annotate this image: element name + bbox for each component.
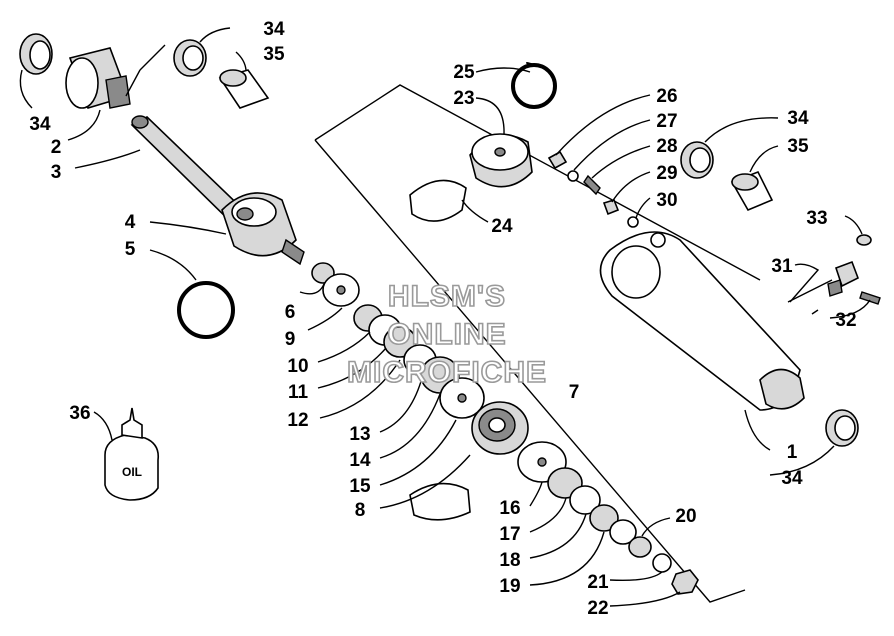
label-34-upper: 34 xyxy=(263,19,285,40)
bushing-34-right-upper xyxy=(680,141,714,179)
watermark: HLSM'S ONLINE MICROFICHE xyxy=(346,279,547,390)
label-6: 6 xyxy=(285,302,296,323)
label-32: 32 xyxy=(835,310,856,331)
label-9: 9 xyxy=(285,329,296,350)
label-21: 21 xyxy=(587,572,609,593)
valve-parts xyxy=(547,150,639,228)
label-30: 30 xyxy=(656,190,677,211)
label-11: 11 xyxy=(288,382,309,403)
label-35-upper: 35 xyxy=(263,44,285,65)
label-23: 23 xyxy=(453,88,474,109)
label-35-right: 35 xyxy=(787,136,809,157)
label-15: 15 xyxy=(349,476,371,497)
label-26: 26 xyxy=(656,86,677,107)
ring-24 xyxy=(409,179,467,222)
oil-bottle-36: OIL xyxy=(104,407,160,501)
label-2: 2 xyxy=(51,137,62,158)
label-29: 29 xyxy=(656,163,677,184)
label-20: 20 xyxy=(675,506,696,527)
label-34-right-upper: 34 xyxy=(787,108,809,129)
label-34-right-lower: 34 xyxy=(781,468,803,489)
piston-ring-8 xyxy=(409,482,471,521)
label-33: 33 xyxy=(806,208,827,229)
piston-7 xyxy=(471,401,529,455)
label-10: 10 xyxy=(287,356,308,377)
bushing-34-right-lower xyxy=(825,409,859,447)
piston-stack xyxy=(311,262,485,419)
label-14: 14 xyxy=(349,450,371,471)
label-24: 24 xyxy=(491,216,513,237)
label-25: 25 xyxy=(453,62,475,83)
label-4: 4 xyxy=(125,212,136,233)
watermark-line-3: MICROFICHE xyxy=(347,356,547,389)
label-34-top-left: 34 xyxy=(29,114,51,135)
part-labels: 34 2 3 4 5 34 35 6 9 10 11 12 13 14 15 8… xyxy=(29,19,856,619)
o-ring-5 xyxy=(177,281,235,339)
label-27: 27 xyxy=(656,111,677,132)
label-19: 19 xyxy=(499,576,520,597)
assembly-outline xyxy=(314,84,761,603)
label-7: 7 xyxy=(569,382,580,403)
rod-eye-2 xyxy=(65,47,131,109)
label-8: 8 xyxy=(355,500,366,521)
label-12: 12 xyxy=(287,410,308,431)
sleeve-35-upper xyxy=(218,69,270,109)
o-ring-32 xyxy=(859,291,881,305)
shock-body-1 xyxy=(599,231,805,411)
label-1: 1 xyxy=(787,442,798,463)
sleeve-35-right xyxy=(730,170,774,212)
bushing-34-upper xyxy=(173,39,207,77)
label-3: 3 xyxy=(51,162,62,183)
watermark-line-1: HLSM'S xyxy=(388,280,506,313)
label-18: 18 xyxy=(499,550,520,571)
reservoir-cap-23 xyxy=(469,133,533,188)
label-13: 13 xyxy=(349,424,370,445)
oil-bottle-label: OIL xyxy=(122,465,142,479)
label-16: 16 xyxy=(499,498,520,519)
seal-head-4 xyxy=(221,192,305,266)
label-17: 17 xyxy=(499,524,520,545)
label-28: 28 xyxy=(656,136,677,157)
leader-lines xyxy=(19,27,871,607)
o-ring-25 xyxy=(511,63,557,109)
valve-fitting-31 xyxy=(787,260,860,315)
lower-valve-stack xyxy=(517,441,699,595)
label-5: 5 xyxy=(125,239,136,260)
label-22: 22 xyxy=(587,598,608,619)
watermark-line-2: ONLINE xyxy=(387,318,506,351)
label-31: 31 xyxy=(771,256,793,277)
label-36: 36 xyxy=(69,403,90,424)
bushing-34-top-left xyxy=(19,33,53,75)
screw-33 xyxy=(856,234,872,246)
